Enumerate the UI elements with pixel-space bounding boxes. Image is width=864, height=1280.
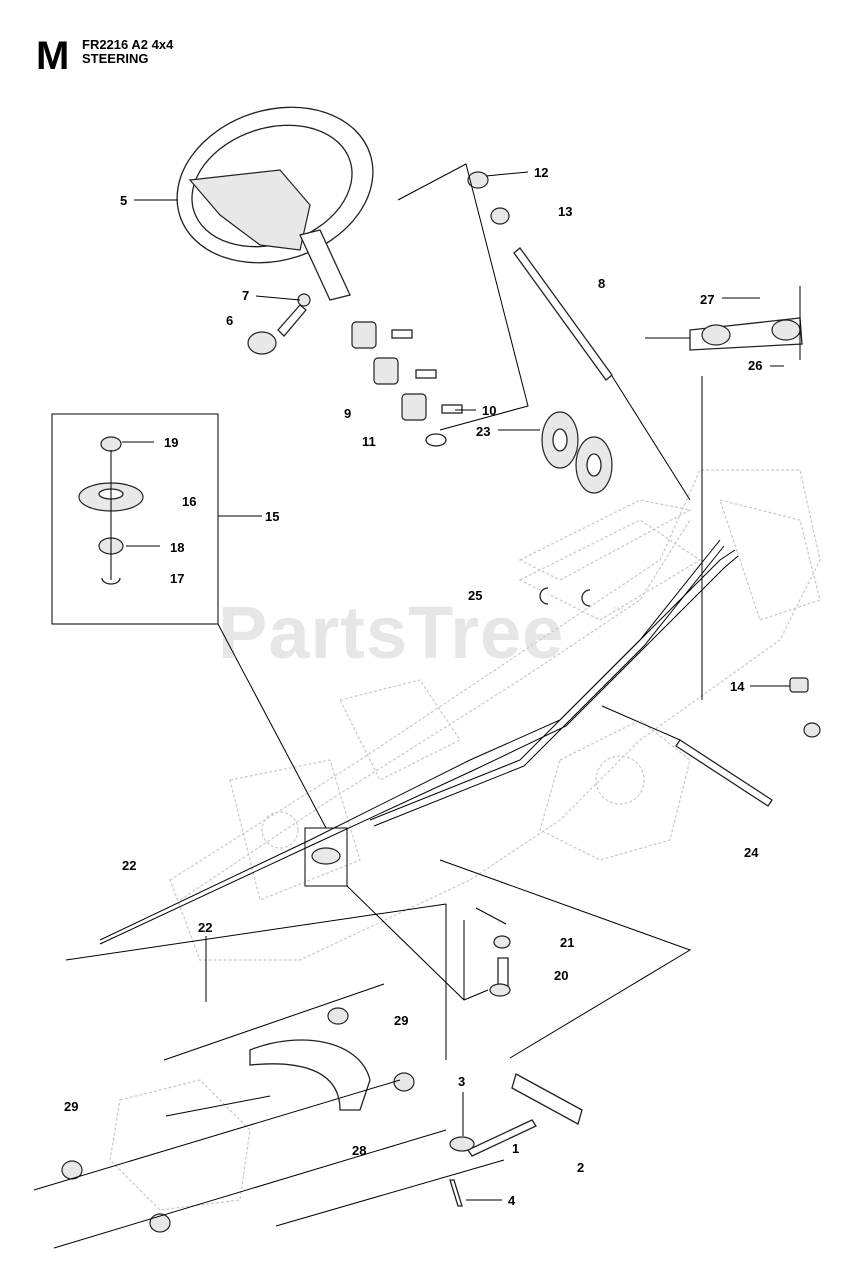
clips bbox=[539, 587, 591, 607]
steering-wheel bbox=[176, 106, 374, 301]
callout-22-a: 22 bbox=[122, 858, 136, 873]
section-letter: M bbox=[36, 34, 70, 78]
callout-14: 14 bbox=[730, 679, 745, 694]
bracket-lines bbox=[33, 163, 801, 1249]
pulleys bbox=[541, 411, 613, 494]
steering-column-parts bbox=[247, 293, 463, 447]
inset-box-15 bbox=[51, 413, 219, 625]
steering-shaft bbox=[467, 171, 691, 501]
steering-cable bbox=[99, 539, 739, 945]
diagram-title: STEERING bbox=[82, 51, 149, 66]
callout-27: 27 bbox=[700, 292, 714, 307]
watermark-trademark: ™ bbox=[612, 604, 624, 618]
callout-25: 25 bbox=[468, 588, 482, 603]
callout-17: 17 bbox=[170, 571, 184, 586]
callout-15: 15 bbox=[265, 509, 279, 524]
callout-11: 11 bbox=[362, 434, 376, 449]
callout-4: 4 bbox=[508, 1193, 516, 1208]
bolt-and-rod bbox=[675, 677, 821, 807]
callout-7: 7 bbox=[242, 288, 249, 303]
callout-16: 16 bbox=[182, 494, 196, 509]
callout-23: 23 bbox=[476, 424, 490, 439]
callout-8: 8 bbox=[598, 276, 605, 291]
callout-1: 1 bbox=[512, 1141, 519, 1156]
model-number: FR2216 A2 4x4 bbox=[82, 37, 174, 52]
callout-20: 20 bbox=[554, 968, 568, 983]
callout-9: 9 bbox=[344, 406, 351, 421]
callout-21: 21 bbox=[560, 935, 574, 950]
callout-2: 2 bbox=[577, 1160, 584, 1175]
callout-24: 24 bbox=[744, 845, 759, 860]
callout-29-b: 29 bbox=[64, 1099, 78, 1114]
callout-6: 6 bbox=[226, 313, 233, 328]
lower-assembly bbox=[61, 935, 583, 1233]
callout-19: 19 bbox=[164, 435, 178, 450]
callout-28: 28 bbox=[352, 1143, 366, 1158]
callout-leaders bbox=[122, 171, 790, 1201]
callout-29-a: 29 bbox=[394, 1013, 408, 1028]
callout-numbers: 5 7 6 12 13 8 27 26 9 10 11 19 23 16 15 … bbox=[64, 165, 762, 1208]
callout-12: 12 bbox=[534, 165, 548, 180]
small-pulley bbox=[311, 847, 341, 865]
callout-22-b: 22 bbox=[198, 920, 212, 935]
callout-10: 10 bbox=[482, 403, 496, 418]
callout-18: 18 bbox=[170, 540, 184, 555]
callout-13: 13 bbox=[558, 204, 572, 219]
callout-26: 26 bbox=[748, 358, 762, 373]
callout-5: 5 bbox=[120, 193, 127, 208]
callout-3: 3 bbox=[458, 1074, 465, 1089]
inset-parts bbox=[78, 436, 144, 585]
watermark: PartsTree bbox=[218, 591, 565, 674]
chassis-ghost bbox=[169, 469, 821, 961]
tie-rod bbox=[645, 317, 803, 351]
